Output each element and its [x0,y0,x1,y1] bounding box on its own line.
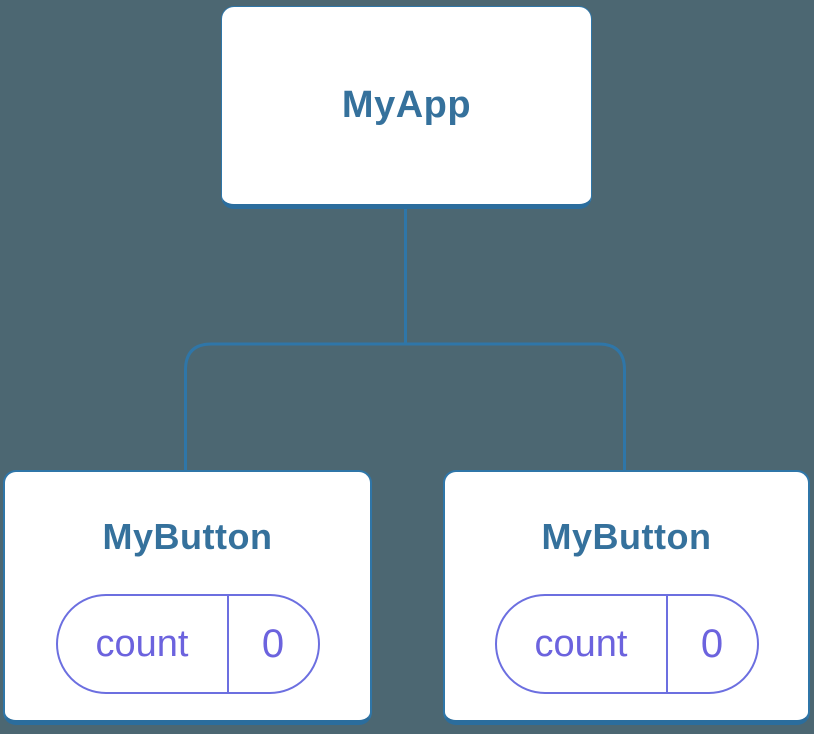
state-pill-right: count 0 [494,594,759,694]
tree-node-mybutton-left: MyButton count 0 [3,470,372,725]
connector-branch-bracket [184,342,626,470]
node-label-mybutton-left: MyButton [102,516,273,557]
tree-node-myapp: MyApp [221,6,592,209]
state-value: 0 [700,621,724,666]
node-label-mybutton-right: MyButton [541,516,712,557]
state-key-label: count [95,622,189,665]
node-label-myapp: MyApp [341,84,472,126]
state-value: 0 [261,621,285,666]
tree-node-mybutton-right: MyButton count 0 [443,470,810,725]
state-pill-divider [665,596,668,692]
state-key-label: count [534,622,628,665]
state-pill-divider [226,596,229,692]
state-pill-left: count 0 [55,594,320,694]
